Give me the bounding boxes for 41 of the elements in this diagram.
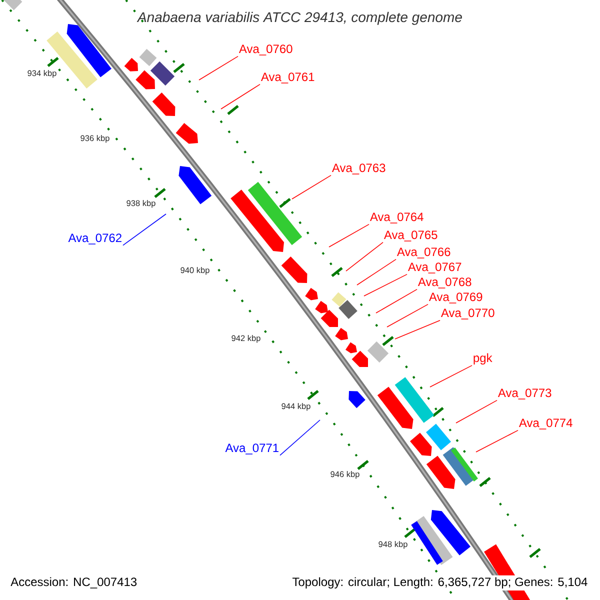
- leader-line: [122, 214, 166, 246]
- topology-text: Topology: circular; Length: 6,365,727 bp; Genes: 5,104: [290, 575, 590, 590]
- leader-line: [456, 400, 498, 424]
- tick-label: 944 kbp: [282, 403, 310, 411]
- tick-label: 934 kbp: [28, 70, 56, 78]
- leader-line: [430, 365, 472, 388]
- gene-label: Ava_0771: [225, 444, 278, 454]
- gene-label: Ava_0766: [396, 248, 450, 258]
- accession-text: Accession: NC_007413: [10, 577, 137, 588]
- tick-label: 946 kbp: [330, 471, 360, 479]
- tick-label: 938 kbp: [126, 200, 156, 208]
- gene-label: Ava_0762: [68, 234, 122, 244]
- leader-line: [220, 84, 260, 110]
- leader-line: [364, 274, 408, 296]
- leader-line: [292, 174, 332, 200]
- leader-line: [328, 224, 370, 248]
- leader-line: [394, 320, 440, 340]
- title: Anabaena variabilis ATCC 29413, complete genome: [136, 12, 462, 25]
- leader-line: [346, 242, 384, 272]
- tick-label: 936 kbp: [80, 135, 110, 143]
- leader-line: [376, 288, 418, 314]
- gene-label: Ava_0760: [238, 44, 292, 56]
- gene-label: Ava_0767: [408, 262, 462, 274]
- gene-label: Ava_0765: [384, 230, 438, 242]
- leader-line: [476, 430, 518, 452]
- gene-label: Ava_0774: [518, 418, 572, 430]
- gene-label: Ava_0770: [440, 308, 494, 320]
- leader-line: [280, 420, 320, 456]
- tick-label: 942 kbp: [232, 335, 260, 343]
- leader-line: [198, 56, 238, 80]
- gene-label: Ava_0773: [498, 388, 552, 400]
- tick-label: 948 kbp: [378, 541, 408, 549]
- gene-label: Ava_0764: [370, 212, 424, 224]
- gene-label: Ava_0763: [332, 164, 386, 174]
- leader-line: [386, 304, 428, 328]
- tick-label: 940 kbp: [180, 267, 210, 275]
- gene-label: Ava_0768: [418, 278, 472, 288]
- leader-line: [356, 258, 396, 286]
- gene-label: Ava_0769: [428, 292, 482, 304]
- gene-label: pgk: [474, 353, 492, 364]
- gene-label: Ava_0761: [260, 72, 314, 84]
